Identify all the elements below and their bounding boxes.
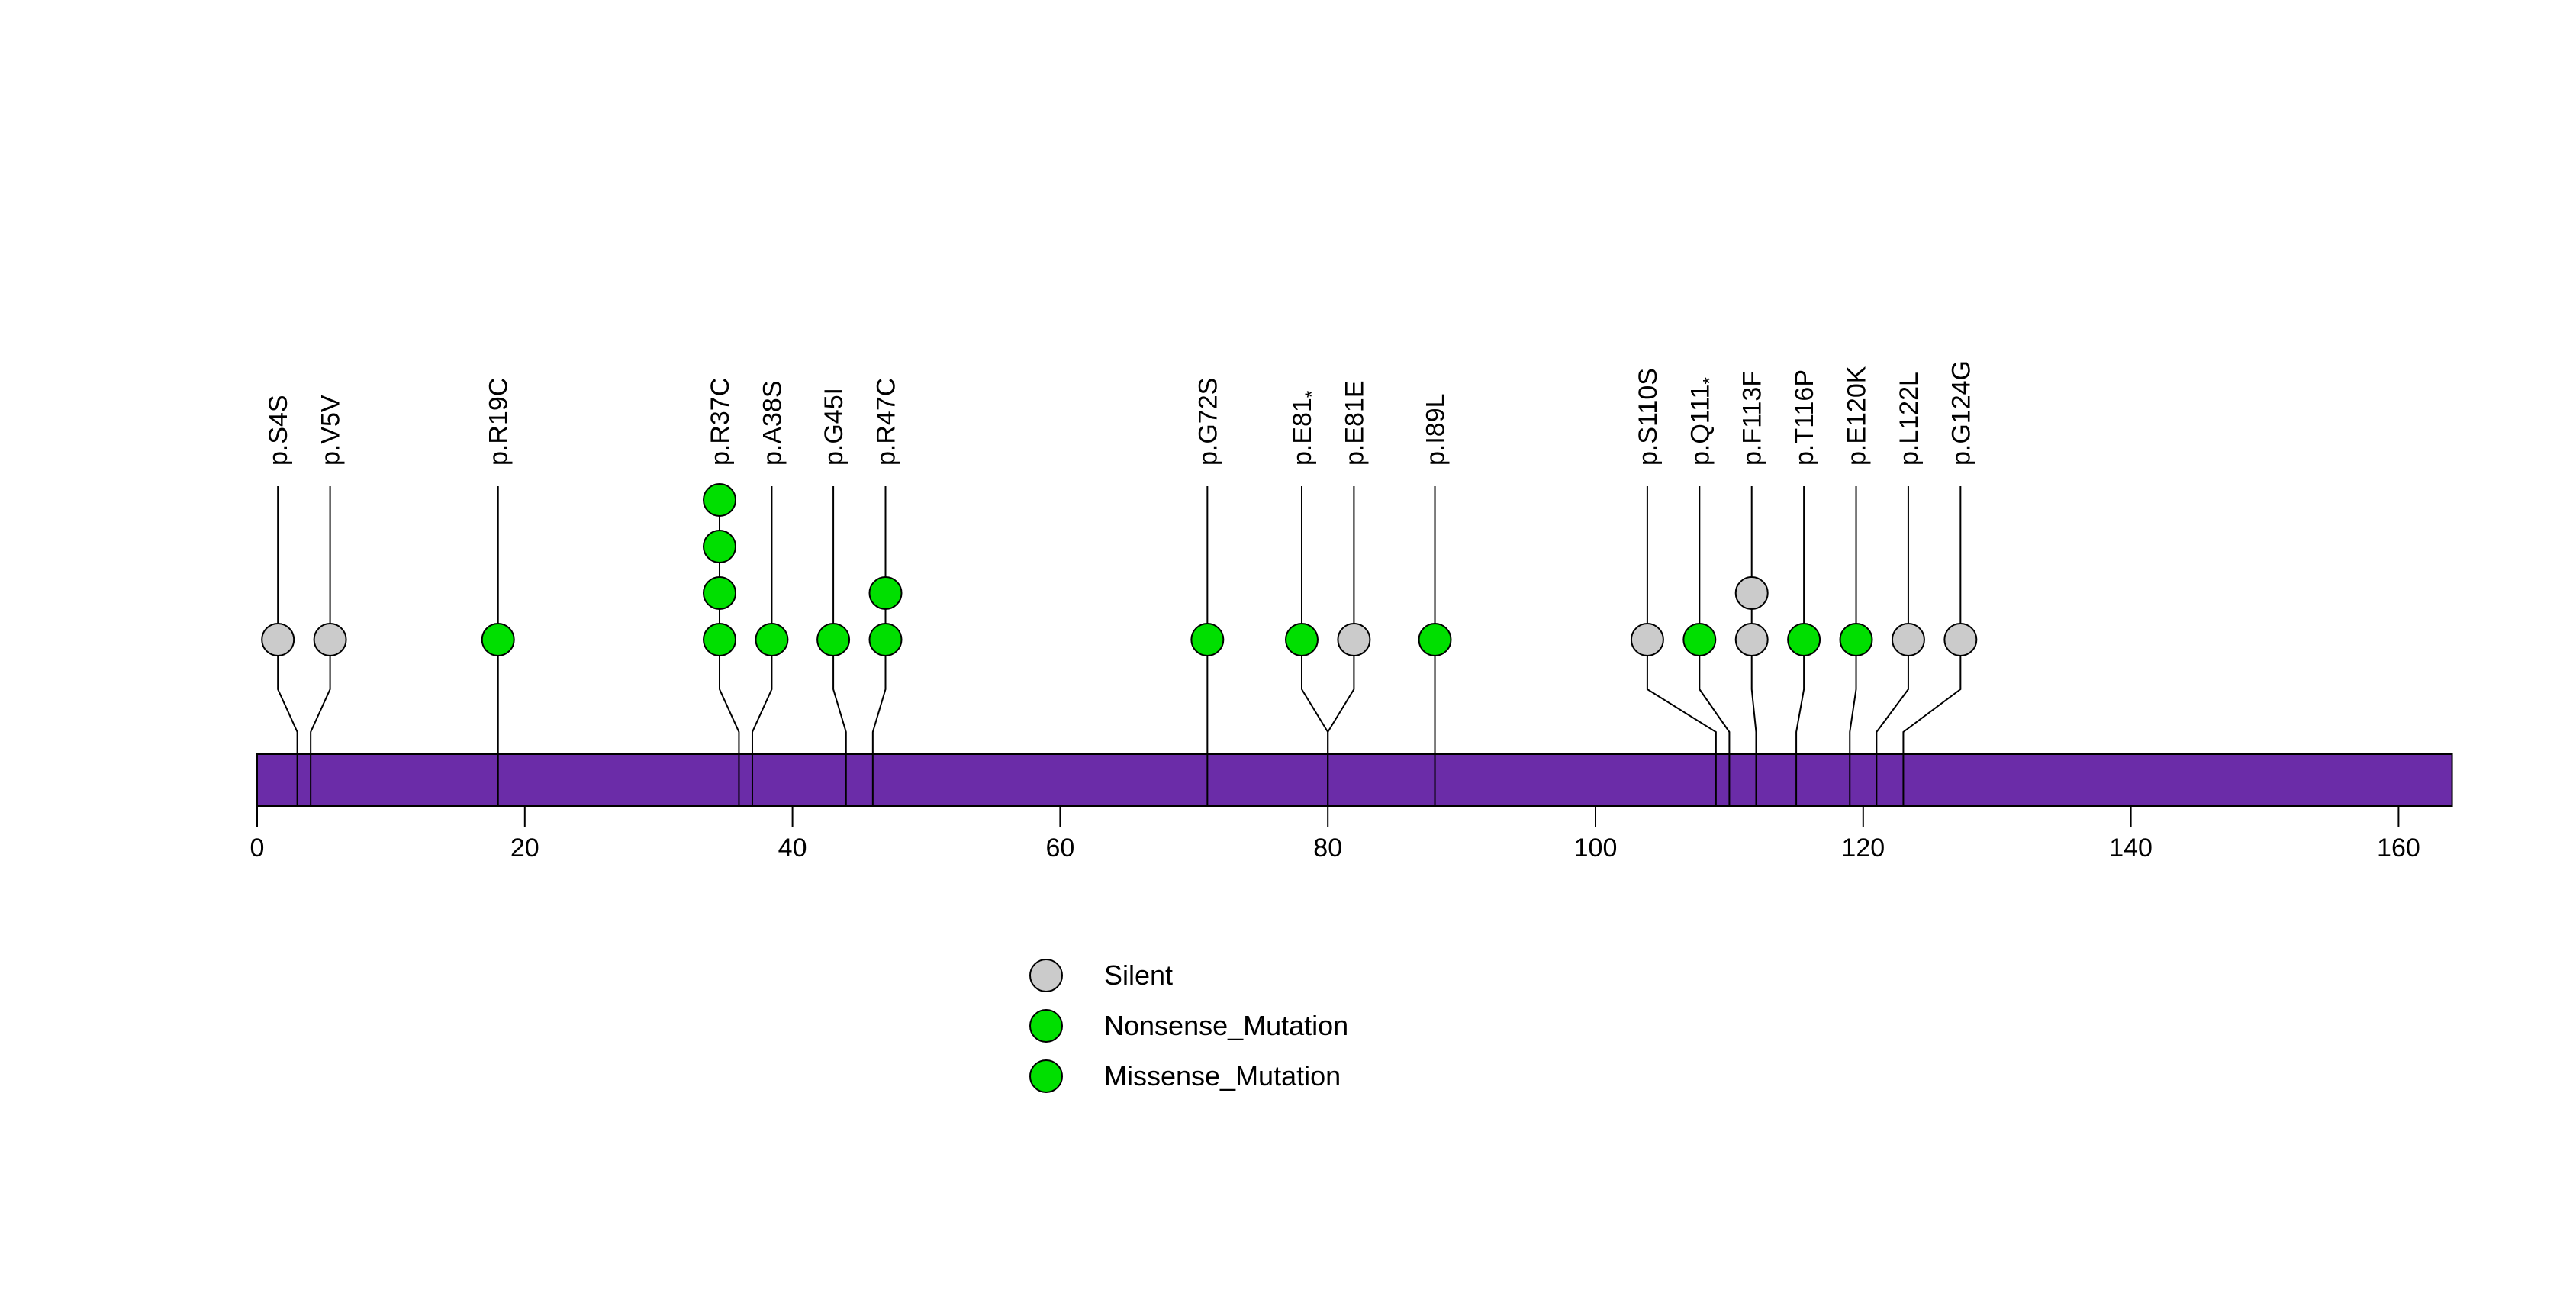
mutation-label: p.G124G <box>1946 360 1975 466</box>
legend-swatch-missense_mutation <box>1029 1059 1063 1093</box>
axis-tick-label: 160 <box>2377 834 2420 863</box>
lollipop-circle <box>261 623 295 656</box>
legend-label: Missense_Mutation <box>1104 1060 1341 1092</box>
lollipop-circle <box>1839 623 1873 656</box>
mutation-label: p.T116P <box>1790 369 1819 466</box>
lollipop-circle <box>703 623 737 656</box>
mutation-label: p.Q111* <box>1686 377 1720 466</box>
axis-tick-label: 0 <box>250 834 265 863</box>
lollipop-circle <box>703 530 737 563</box>
axis-tick-label: 140 <box>2109 834 2153 863</box>
lollipop-circle <box>481 623 515 656</box>
lollipop-circle <box>1734 576 1769 610</box>
lollipop-circle <box>1943 623 1978 656</box>
mutation-label: p.R19C <box>485 378 514 466</box>
lollipop-circle <box>1418 623 1452 656</box>
axis-tick-label: 120 <box>1841 834 1885 863</box>
lollipop-circle <box>1787 623 1821 656</box>
lollipop-circle <box>868 623 903 656</box>
mutation-label: p.R37C <box>706 378 735 466</box>
mutation-label: p.V5V <box>317 395 346 466</box>
mutation-label: p.I89L <box>1422 393 1451 466</box>
legend-swatch-silent <box>1029 959 1063 992</box>
lollipop-circle <box>1734 623 1769 656</box>
axis-tick-label: 40 <box>778 834 807 863</box>
axis-tick-label: 20 <box>510 834 539 863</box>
mutation-label: p.G72S <box>1193 378 1222 466</box>
mutation-label: p.E81* <box>1288 391 1322 466</box>
mutation-label: p.F113F <box>1738 371 1767 466</box>
axis-tick-label: 60 <box>1045 834 1074 863</box>
mutation-label: p.G45I <box>819 388 848 466</box>
legend-label: Silent <box>1104 959 1173 991</box>
mutation-label: p.A38S <box>758 380 787 466</box>
legend-swatch-nonsense_mutation <box>1029 1009 1063 1043</box>
lollipop-circle <box>1891 623 1925 656</box>
lollipop-circle <box>703 576 737 610</box>
mutation-label: p.S4S <box>264 395 293 466</box>
lollipop-circle <box>868 576 903 610</box>
lollipop-circle <box>1630 623 1664 656</box>
lollipop-circle <box>1682 623 1717 656</box>
lollipop-circle <box>755 623 789 656</box>
lollipop-circle <box>1190 623 1225 656</box>
mutation-label: p.R47C <box>872 378 901 466</box>
mutation-label: p.E120K <box>1843 366 1872 466</box>
mutation-label: p.L122L <box>1895 372 1924 466</box>
axis-tick-label: 100 <box>1574 834 1618 863</box>
legend-label: Nonsense_Mutation <box>1104 1010 1348 1041</box>
lollipop-circle <box>1284 623 1319 656</box>
protein-track-bar <box>256 753 2453 807</box>
lollipop-circle <box>313 623 347 656</box>
lollipop-circle <box>1337 623 1371 656</box>
lollipop-circle <box>703 483 737 517</box>
lollipop-circle <box>816 623 851 656</box>
mutation-label: p.E81E <box>1340 380 1369 466</box>
axis-tick-label: 80 <box>1313 834 1342 863</box>
mutation-label: p.S110S <box>1634 368 1663 466</box>
